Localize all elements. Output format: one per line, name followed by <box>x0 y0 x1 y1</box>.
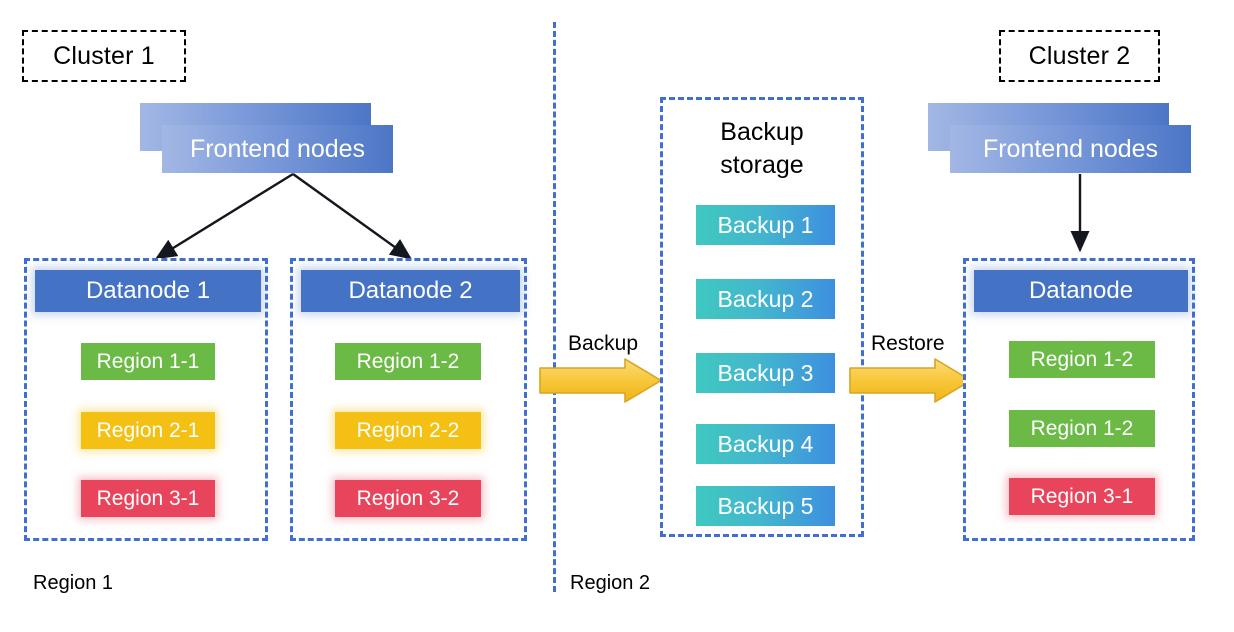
region-chip-1-2-label: Region 1-2 <box>356 349 460 373</box>
backup-storage-title: Backup storage <box>663 116 861 182</box>
region-chip-1-1-label: Region 1-1 <box>96 349 200 373</box>
datanode-2-container: Datanode 2 Region 1-2 Region 2-2 Region … <box>290 258 527 541</box>
region-chip-3-1: Region 3-1 <box>81 480 215 517</box>
region-chip-3-1-label: Region 3-1 <box>96 486 200 510</box>
region-chip-1-2: Region 1-2 <box>335 343 481 380</box>
backup-flow-label-text: Backup <box>568 332 639 355</box>
region-chip-2-2-label: Region 2-2 <box>356 418 460 442</box>
region-chip-2-1: Region 2-1 <box>81 412 215 449</box>
cluster-1-label: Cluster 1 <box>53 41 155 70</box>
cluster-1-chip: Cluster 1 <box>22 30 186 82</box>
frontend-nodes-left-label: Frontend nodes <box>189 134 366 163</box>
frontend-node-front-card: Frontend nodes <box>162 125 393 173</box>
region-chip-restored-2-label: Region 1-2 <box>1030 416 1134 440</box>
backup-item-4-label: Backup 4 <box>717 430 814 457</box>
frontend-to-datanodes-connector <box>154 172 412 260</box>
backup-item-1-label: Backup 1 <box>717 211 814 238</box>
region-1-caption: Region 1 <box>33 572 113 595</box>
backup-item-2-label: Backup 2 <box>717 285 814 312</box>
frontend-to-datanode-connector-right <box>1070 174 1090 253</box>
backup-item-5-label: Backup 5 <box>717 492 814 519</box>
frontend-nodes-right-label: Frontend nodes <box>982 134 1159 163</box>
frontend-node-front-card-right: Frontend nodes <box>950 125 1191 173</box>
datanode-2-header-label: Datanode 2 <box>348 277 473 304</box>
backup-flow-label: Backup <box>568 332 638 356</box>
datanode-restored-header: Datanode <box>974 270 1188 312</box>
region-2-caption-text: Region 2 <box>570 572 651 594</box>
region-chip-restored-3-label: Region 3-1 <box>1030 484 1134 508</box>
datanode-restored-container: Datanode Region 1-2 Region 1-2 Region 3-… <box>963 258 1195 541</box>
datanode-1-header-label: Datanode 1 <box>85 277 211 304</box>
backup-item-5: Backup 5 <box>696 486 835 526</box>
datanode-restored-header-label: Datanode <box>1028 277 1134 304</box>
backup-item-3: Backup 3 <box>696 353 835 393</box>
frontend-nodes-right: Frontend nodes <box>928 103 1193 175</box>
region-1-caption-text: Region 1 <box>33 572 114 594</box>
restore-flow-label: Restore <box>871 332 945 356</box>
region-chip-1-1: Region 1-1 <box>81 343 215 380</box>
restore-flow-label-text: Restore <box>871 332 945 355</box>
cluster-2-chip: Cluster 2 <box>999 30 1160 82</box>
region-chip-restored-1: Region 1-2 <box>1009 341 1155 378</box>
backup-item-2: Backup 2 <box>696 279 835 319</box>
datanode-1-header: Datanode 1 <box>35 270 261 312</box>
backup-flow-arrow-icon <box>539 358 662 403</box>
region-chip-restored-2: Region 1-2 <box>1009 410 1155 447</box>
region-chip-2-1-label: Region 2-1 <box>96 418 200 442</box>
region-chip-3-2: Region 3-2 <box>335 480 481 517</box>
backup-storage-title-line2: storage <box>720 151 804 179</box>
backup-item-1: Backup 1 <box>696 205 835 245</box>
region-divider <box>553 22 556 592</box>
backup-storage-container: Backup storage Backup 1 Backup 2 Backup … <box>660 97 864 537</box>
datanode-2-header: Datanode 2 <box>301 270 520 312</box>
datanode-1-container: Datanode 1 Region 1-1 Region 2-1 Region … <box>24 258 268 541</box>
region-chip-restored-3: Region 3-1 <box>1009 478 1155 515</box>
backup-storage-title-line1: Backup <box>720 118 804 146</box>
cluster-2-label: Cluster 2 <box>1028 41 1131 70</box>
region-chip-3-2-label: Region 3-2 <box>356 486 460 510</box>
region-chip-2-2: Region 2-2 <box>335 412 481 449</box>
backup-item-4: Backup 4 <box>696 424 835 464</box>
restore-flow-arrow-icon <box>849 358 972 403</box>
frontend-nodes-left: Frontend nodes <box>140 103 395 175</box>
region-2-caption: Region 2 <box>570 572 650 595</box>
region-chip-restored-1-label: Region 1-2 <box>1030 347 1134 371</box>
backup-item-3-label: Backup 3 <box>717 359 814 386</box>
